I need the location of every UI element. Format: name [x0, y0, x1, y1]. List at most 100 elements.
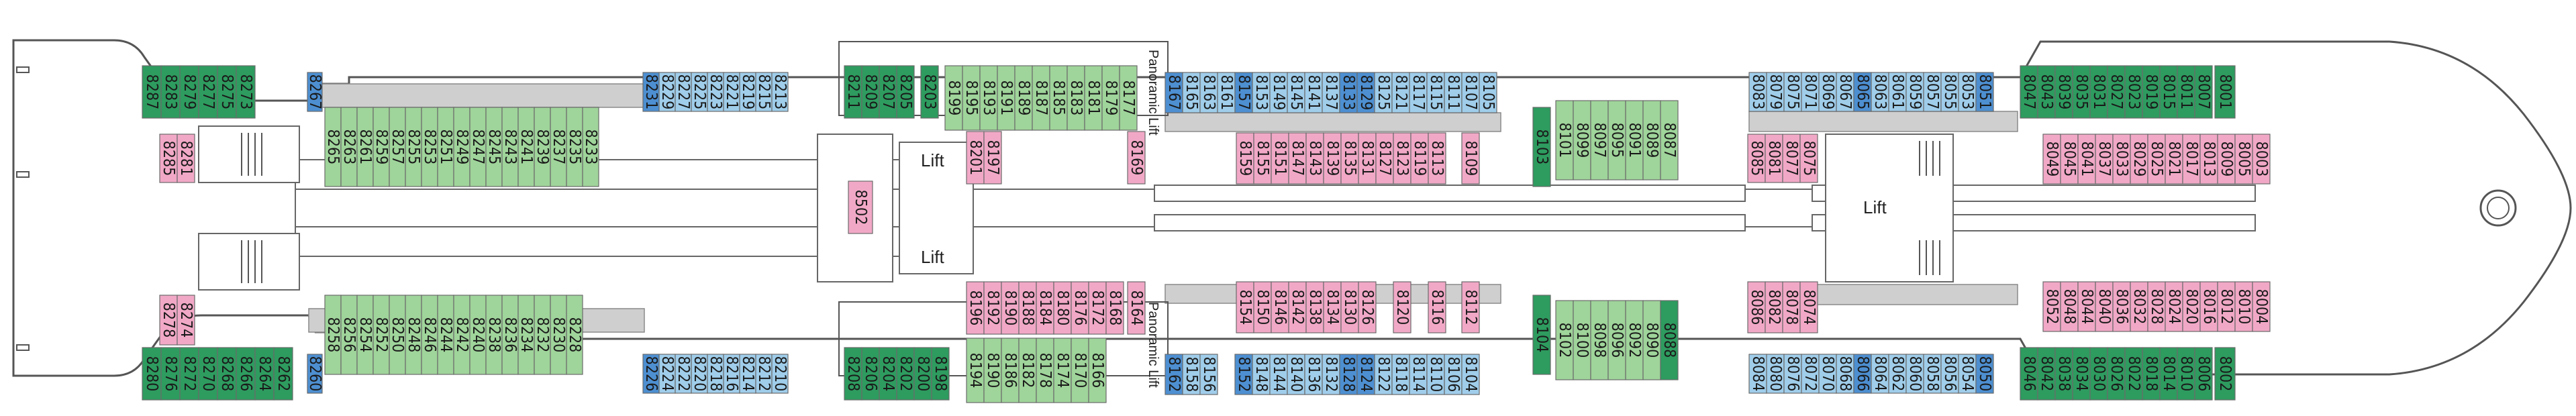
cabin[interactable]: 8242 [453, 295, 470, 375]
cabin-box[interactable] [2089, 347, 2108, 401]
cabin[interactable]: 8252 [373, 295, 390, 375]
cabin[interactable]: 8285 [159, 134, 178, 183]
cabin-box[interactable] [1088, 337, 1107, 403]
cabin-box[interactable] [1801, 72, 1820, 112]
cabin-box[interactable] [453, 107, 470, 187]
cabin-box[interactable] [2095, 134, 2114, 185]
cabin[interactable]: 8236 [501, 295, 519, 375]
cabin[interactable]: 8090 [1642, 300, 1661, 380]
cabin[interactable]: 8014 [2159, 347, 2178, 401]
cabin-box[interactable] [2194, 347, 2213, 401]
cabin[interactable]: 8122 [1374, 354, 1393, 395]
cabin[interactable]: 8277 [198, 65, 218, 119]
cabin-box[interactable] [236, 347, 256, 401]
cabin[interactable]: 8127 [1375, 132, 1394, 185]
cabin-box[interactable] [1461, 354, 1480, 395]
cabin[interactable]: 8028 [2147, 281, 2166, 332]
cabin-box[interactable] [566, 107, 583, 187]
cabin-box[interactable] [675, 354, 692, 394]
cabin[interactable]: 8218 [707, 354, 724, 394]
cabin[interactable]: 8222 [675, 354, 692, 394]
cabin[interactable]: 8223 [707, 72, 724, 112]
cabin[interactable]: 8039 [2054, 65, 2073, 119]
cabin[interactable]: 8273 [236, 65, 256, 119]
cabin[interactable]: 8280 [142, 347, 162, 401]
cabin[interactable]: 8180 [1053, 281, 1072, 335]
cabin-box[interactable] [307, 354, 323, 394]
cabin[interactable]: 8174 [1053, 337, 1072, 403]
cabin[interactable]: 8176 [1071, 281, 1089, 335]
cabin-box[interactable] [159, 134, 178, 183]
cabin-box[interactable] [931, 347, 950, 401]
cabin[interactable]: 8063 [1871, 72, 1889, 112]
cabin[interactable]: 8257 [389, 107, 406, 187]
cabin[interactable]: 8001 [2214, 65, 2236, 119]
cabin[interactable]: 8214 [739, 354, 756, 394]
cabin-box[interactable] [2199, 134, 2218, 185]
cabin[interactable]: 8224 [658, 354, 676, 394]
cabin-box[interactable] [997, 65, 1015, 131]
cabin[interactable]: 8146 [1271, 281, 1289, 333]
cabin[interactable]: 8226 [642, 354, 660, 394]
cabin[interactable]: 8155 [1253, 132, 1272, 185]
cabin[interactable]: 8221 [723, 72, 740, 112]
cabin-box[interactable] [983, 337, 1002, 403]
cabin[interactable]: 8213 [771, 72, 789, 112]
cabin-box[interactable] [1018, 337, 1037, 403]
cabin[interactable]: 8129 [1356, 72, 1375, 113]
cabin-box[interactable] [1084, 65, 1103, 131]
cabin[interactable]: 8017 [2182, 134, 2201, 185]
cabin[interactable]: 8183 [1067, 65, 1085, 131]
cabin[interactable]: 8187 [1032, 65, 1050, 131]
cabin[interactable]: 8255 [405, 107, 422, 187]
cabin[interactable]: 8126 [1358, 281, 1377, 333]
cabin[interactable]: 8258 [324, 295, 342, 375]
cabin-box[interactable] [254, 347, 275, 401]
cabin[interactable]: 8241 [517, 107, 535, 187]
cabin[interactable]: 8082 [1765, 281, 1783, 333]
cabin-box[interactable] [1199, 72, 1218, 113]
cabin[interactable]: 8190 [1001, 281, 1020, 335]
cabin[interactable]: 8247 [469, 107, 487, 187]
cabin[interactable]: 8100 [1573, 300, 1591, 380]
cabin-box[interactable] [1252, 354, 1271, 395]
cabin-box[interactable] [550, 107, 567, 187]
cabin-box[interactable] [1053, 281, 1072, 335]
cabin-box[interactable] [198, 65, 218, 119]
cabin-box[interactable] [920, 65, 939, 119]
cabin-box[interactable] [1288, 132, 1307, 185]
cabin[interactable]: 8197 [983, 131, 1002, 185]
cabin[interactable]: 8031 [2089, 65, 2108, 119]
cabin[interactable]: 8036 [2112, 281, 2131, 332]
cabin-box[interactable] [2124, 347, 2143, 401]
cabin[interactable]: 8107 [1461, 72, 1480, 113]
cabin[interactable]: 8165 [1182, 72, 1201, 113]
cabin-box[interactable] [1101, 65, 1120, 131]
cabin-box[interactable] [1049, 65, 1068, 131]
cabin-box[interactable] [2142, 347, 2161, 401]
cabin-box[interactable] [1253, 132, 1272, 185]
cabin-box[interactable] [469, 295, 487, 375]
cabin[interactable]: 8054 [1958, 354, 1977, 394]
cabin[interactable]: 8163 [1199, 72, 1218, 113]
cabin[interactable]: 8023 [2124, 65, 2143, 119]
cabin[interactable]: 8133 [1339, 72, 1358, 113]
cabin[interactable]: 8149 [1269, 72, 1288, 113]
cabin[interactable]: 8032 [2130, 281, 2148, 332]
cabin-box[interactable] [437, 107, 454, 187]
cabin[interactable]: 8104 [1461, 354, 1480, 395]
cabin-box[interactable] [2165, 281, 2183, 332]
cabin[interactable]: 8053 [1958, 72, 1977, 112]
cabin[interactable]: 8006 [2194, 347, 2213, 401]
cabin[interactable]: 8015 [2159, 65, 2178, 119]
cabin[interactable]: 8157 [1234, 72, 1253, 113]
cabin[interactable]: 8139 [1323, 132, 1342, 185]
cabin[interactable]: 8104 [1532, 295, 1551, 375]
cabin-box[interactable] [142, 347, 162, 401]
cabin-box[interactable] [2037, 347, 2056, 401]
cabin-box[interactable] [1975, 72, 1994, 112]
cabin[interactable]: 8057 [1923, 72, 1942, 112]
cabin[interactable]: 8215 [755, 72, 773, 112]
cabin[interactable]: 8225 [691, 72, 708, 112]
cabin-box[interactable] [1836, 72, 1854, 112]
